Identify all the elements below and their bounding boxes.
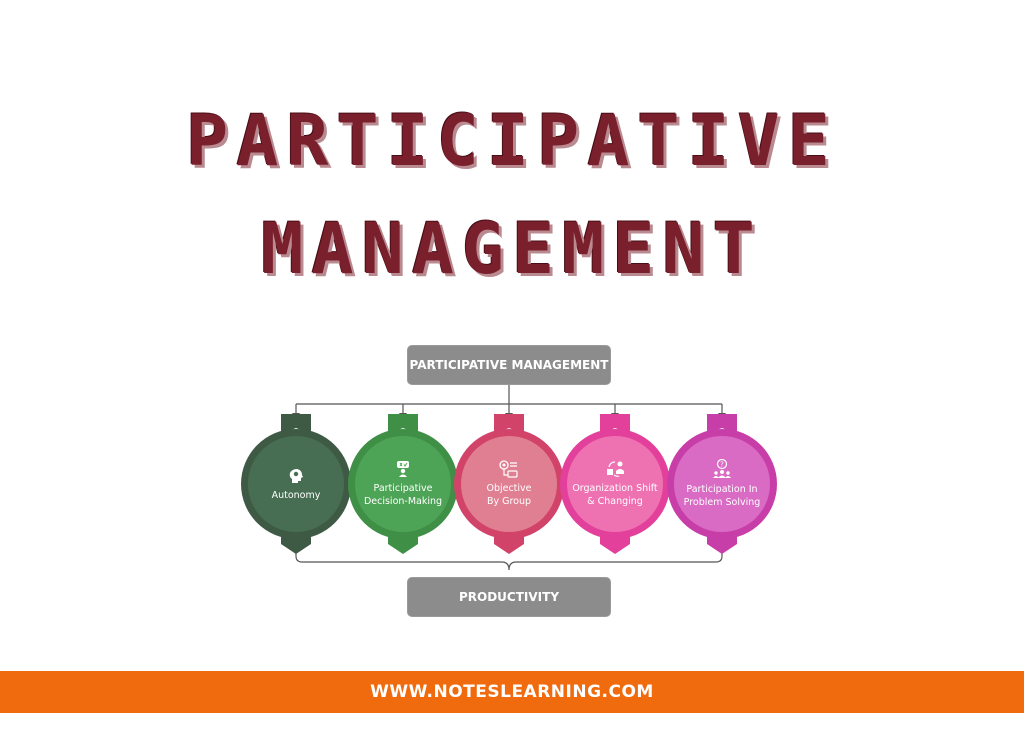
node-bottom-flag: [600, 534, 630, 554]
productivity-box: PRODUCTIVITY: [407, 577, 611, 617]
node-label-line-1: Participative: [373, 483, 433, 494]
node-label-line-2: Decision-Making: [363, 496, 443, 507]
node-bottom-flag: [707, 534, 737, 554]
org-change-icon: [607, 461, 624, 477]
footer-url[interactable]: WWW.NOTESLEARNING.COM: [370, 682, 654, 702]
node-core: ? Participation In Problem Solving: [674, 436, 770, 532]
node-label-line-2: By Group: [486, 496, 532, 507]
node-ring: ? Participation In Problem Solving: [667, 429, 777, 539]
node-organization-shift-changing: Organization Shift & Changing: [560, 414, 670, 554]
head-gears-icon: [289, 468, 303, 483]
node-core: Participative Decision-Making: [355, 436, 451, 532]
node-participation-in-problem-solving: ? Participation In Problem Solving: [667, 414, 777, 554]
group-question-icon: ?: [713, 459, 731, 478]
node-label-line-1: Participation In: [686, 484, 758, 495]
svg-text:?: ?: [720, 461, 724, 469]
node-bottom-flag: [388, 534, 418, 554]
node-objective-by-group: Objective By Group: [454, 414, 564, 554]
node-autonomy: Autonomy: [241, 414, 351, 554]
decision-person-icon: [397, 461, 409, 477]
node-label-line-2: & Changing: [587, 496, 643, 507]
node-label-line-2: Problem Solving: [683, 497, 761, 508]
node-core: Objective By Group: [461, 436, 557, 532]
node-ring: Objective By Group: [454, 429, 564, 539]
title-line-2: MANAGEMENT: [261, 208, 763, 290]
node-label-line-1: Organization Shift: [572, 483, 658, 494]
node-ring: Participative Decision-Making: [348, 429, 458, 539]
node-bottom-flag: [494, 534, 524, 554]
node-core: Organization Shift & Changing: [567, 436, 663, 532]
footer-banner: WWW.NOTESLEARNING.COM: [0, 671, 1024, 713]
node-ring: Autonomy: [241, 429, 351, 539]
node-ring: Organization Shift & Changing: [560, 429, 670, 539]
participative-management-box: PARTICIPATIVE MANAGEMENT: [407, 345, 611, 385]
node-core: Autonomy: [248, 436, 344, 532]
node-label-line-1: Objective: [486, 483, 532, 494]
node-participative-decision-making: Participative Decision-Making: [348, 414, 458, 554]
node-label-line-1: Autonomy: [271, 489, 321, 501]
target-checklist-icon: [499, 460, 518, 478]
title-line-1: PARTICIPATIVE: [186, 100, 838, 182]
node-bottom-flag: [281, 534, 311, 554]
